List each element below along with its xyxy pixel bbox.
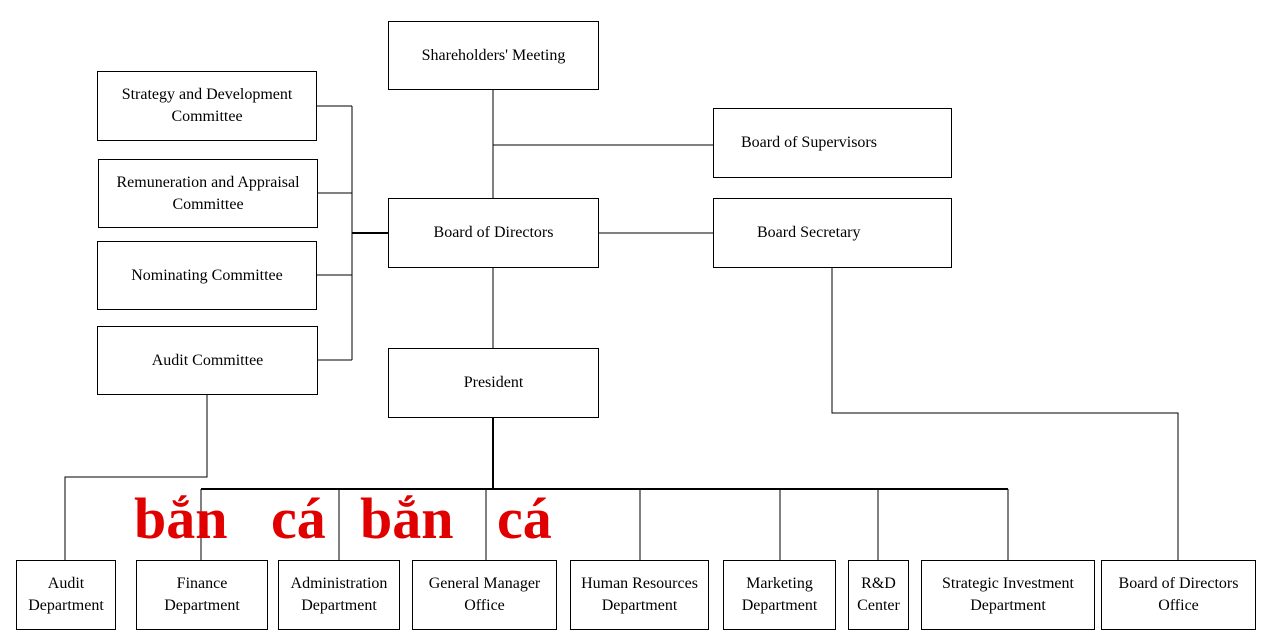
node-administration-department: Administration Department	[278, 560, 400, 630]
connector-audit	[64, 394, 208, 560]
node-nominating-committee: Nominating Committee	[97, 241, 317, 310]
node-shareholders-meeting: Shareholders' Meeting	[388, 21, 599, 90]
node-marketing-department: Marketing Department	[723, 560, 836, 630]
node-board-secretary: Board Secretary	[713, 198, 952, 268]
node-board-of-supervisors: Board of Supervisors	[713, 108, 952, 178]
node-audit-committee: Audit Committee	[97, 326, 318, 395]
watermark-word: cá	[271, 486, 326, 551]
watermark-word: bắn	[134, 486, 228, 551]
node-president: President	[388, 348, 599, 418]
connector-bod-office	[831, 267, 1179, 560]
node-rd-center: R&D Center	[848, 560, 909, 630]
watermark-word: bắn	[360, 486, 454, 551]
node-finance-department: Finance Department	[136, 560, 268, 630]
node-audit-department: Audit Department	[16, 560, 116, 630]
node-human-resources-department: Human Resources Department	[570, 560, 709, 630]
node-strategic-investment-department: Strategic Investment Department	[921, 560, 1095, 630]
node-strategy-committee: Strategy and Development Committee	[97, 71, 317, 141]
node-board-of-directors-office: Board of Directors Office	[1101, 560, 1256, 630]
node-remuneration-committee: Remuneration and Appraisal Committee	[98, 159, 318, 228]
watermark-word: cá	[497, 486, 552, 551]
node-board-of-directors: Board of Directors	[388, 198, 599, 268]
node-general-manager-office: General Manager Office	[412, 560, 557, 630]
